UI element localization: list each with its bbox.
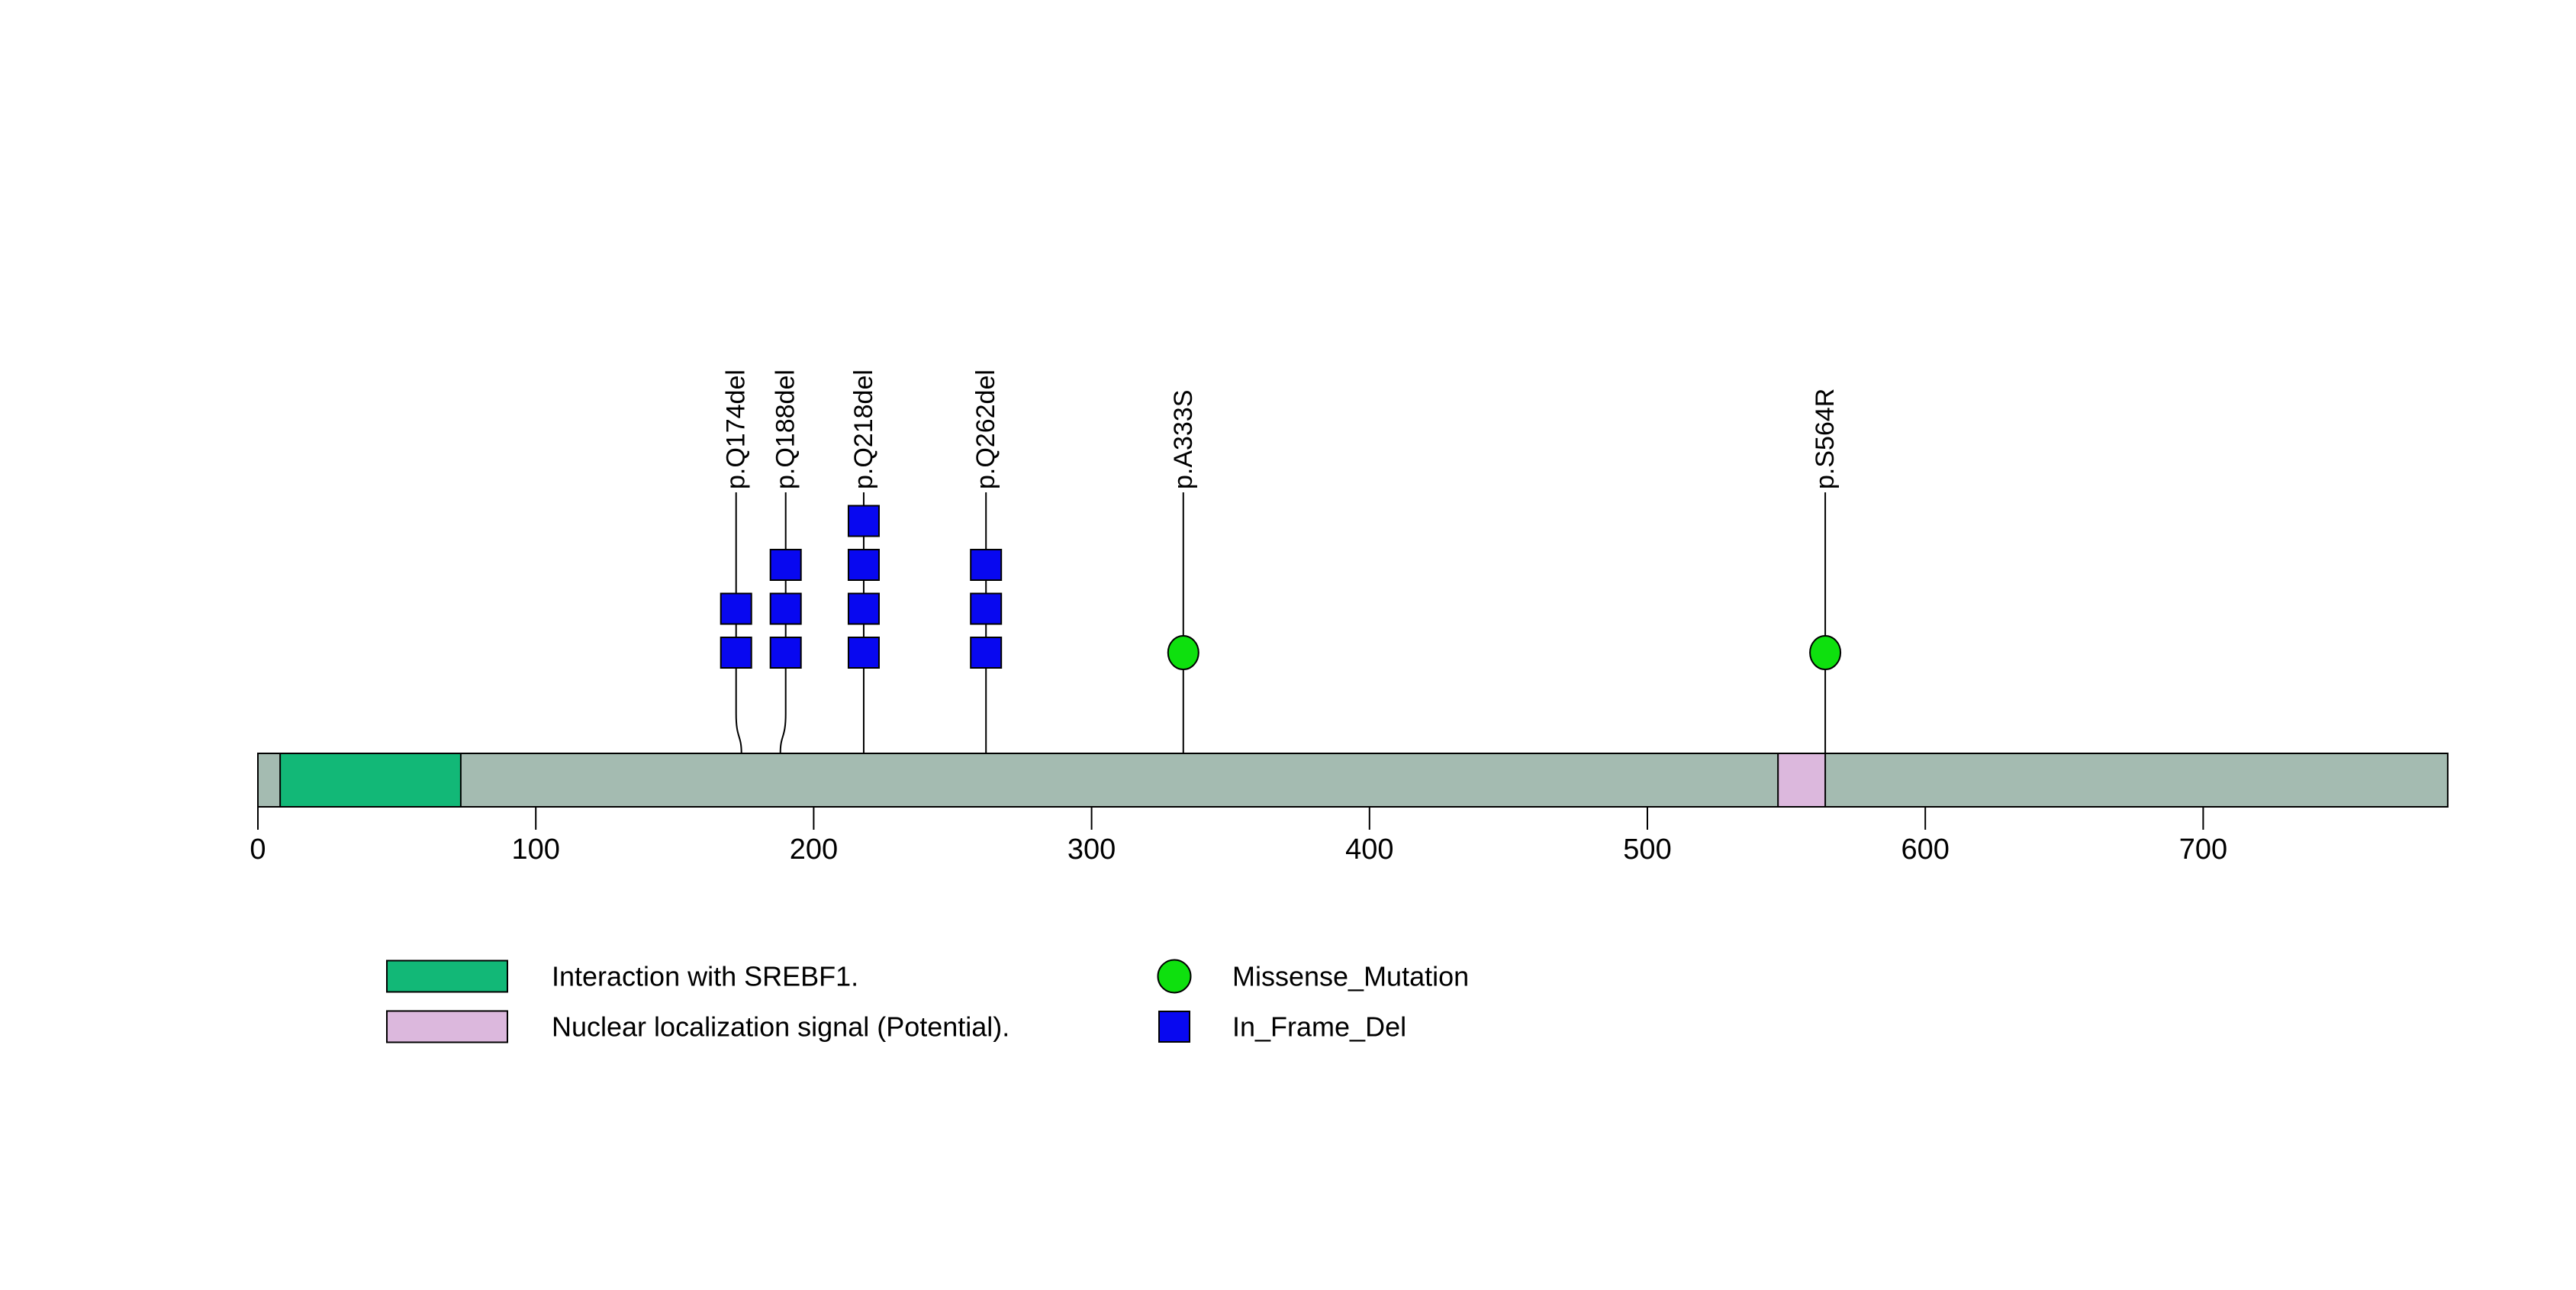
mutation-marker-square: [720, 637, 752, 669]
mutation-marker-square: [769, 637, 802, 669]
legend-mutation-label: Missense_Mutation: [1232, 961, 1469, 992]
mutation-marker-square: [769, 592, 802, 625]
mutation-label: p.Q218del: [849, 369, 878, 489]
axis-tick-label: 200: [790, 834, 838, 866]
mutation-label: p.S564R: [1811, 389, 1840, 489]
legend-square-marker: [1158, 1011, 1190, 1043]
legend-domain-label: Interaction with SREBF1.: [552, 961, 858, 992]
legend-mutation-label: In_Frame_Del: [1232, 1011, 1406, 1043]
legend-domain-label: Nuclear localization signal (Potential).: [552, 1011, 1009, 1043]
axis-tick-label: 400: [1345, 834, 1393, 866]
lollipop-stem: [779, 492, 787, 754]
mutation-label: p.Q188del: [771, 369, 800, 489]
protein-domain: [279, 753, 462, 808]
legend-domain-swatch: [386, 959, 508, 993]
mutation-marker-square: [847, 592, 880, 625]
lollipop-stem: [735, 492, 742, 754]
mutation-marker-square: [847, 505, 880, 537]
axis-tick-label: 300: [1067, 834, 1116, 866]
legend-domain-swatch: [386, 1010, 508, 1043]
mutation-marker-square: [769, 549, 802, 581]
mutation-marker-square: [720, 592, 752, 625]
mutation-marker-square: [970, 637, 1003, 669]
mutation-marker-square: [847, 549, 880, 581]
axis-tick-label: 700: [2179, 834, 2227, 866]
axis-tick-label: 100: [511, 834, 559, 866]
mutation-marker-square: [970, 549, 1003, 581]
mutation-marker-circle: [1809, 635, 1842, 670]
axis-tick-label: 0: [250, 834, 266, 866]
mutation-label: p.A333S: [1169, 390, 1198, 489]
protein-backbone: [257, 753, 2449, 808]
axis-tick-label: 600: [1901, 834, 1949, 866]
mutation-label: p.Q262del: [971, 369, 1000, 489]
mutation-label: p.Q174del: [722, 369, 751, 489]
protein-domain: [1777, 753, 1827, 808]
mutation-marker-square: [970, 592, 1003, 625]
axis-tick-label: 500: [1623, 834, 1671, 866]
legend-circle-marker: [1157, 959, 1192, 994]
mutation-marker-square: [847, 637, 880, 669]
mutation-marker-circle: [1167, 635, 1199, 670]
